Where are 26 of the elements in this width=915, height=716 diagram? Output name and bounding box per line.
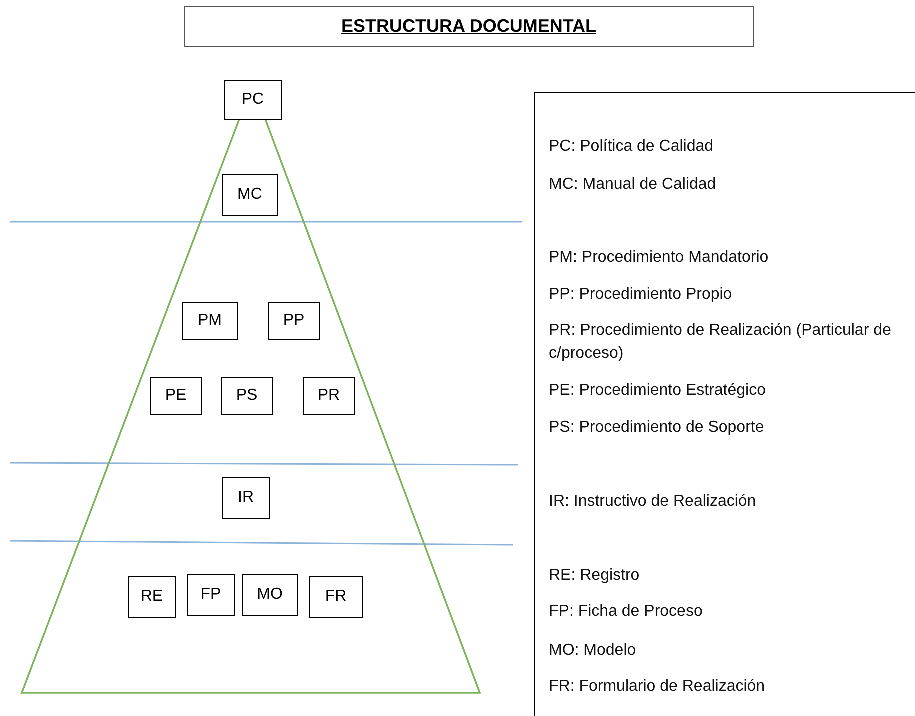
- abbreviation-box: RE: [128, 576, 176, 618]
- definition-text: FR: Formulario de Realización: [549, 677, 766, 697]
- definition-text: PM: Procedimiento Mandatorio: [549, 248, 770, 268]
- definition-text: MO: Modelo: [549, 641, 638, 661]
- abbreviation-box: PS: [221, 377, 273, 415]
- abbreviation-box: FP: [187, 574, 235, 616]
- abbreviation-box: FR: [309, 576, 363, 618]
- abbreviation-box: PR: [303, 377, 355, 415]
- abbreviation-box: MO: [242, 574, 298, 616]
- definition-text: PP: Procedimiento Propio: [549, 285, 734, 305]
- definition-text: IR: Instructivo de Realización: [549, 492, 758, 512]
- definition-text: PR: Procedimiento de Realización (Particular de c/proceso): [549, 321, 892, 364]
- definition-text: FP: Ficha de Proceso: [549, 602, 704, 622]
- definition-text: RE: Registro: [549, 566, 641, 586]
- definition-text: PC: Política de Calidad: [549, 137, 715, 157]
- title-box: ESTRUCTURA DOCUMENTAL: [184, 6, 754, 47]
- abbreviation-box: PP: [268, 302, 320, 340]
- definition-text: PS: Procedimiento de Soporte: [549, 418, 766, 438]
- glossary-panel: [534, 92, 915, 716]
- abbreviation-box: MC: [222, 174, 278, 216]
- definition-text: PE: Procedimiento Estratégico: [549, 381, 767, 401]
- definition-text: MC: Manual de Calidad: [549, 175, 718, 195]
- abbreviation-box: PE: [150, 377, 202, 415]
- abbreviation-box: PC: [224, 80, 282, 120]
- abbreviation-box: IR: [222, 477, 270, 519]
- abbreviation-box: PM: [182, 302, 238, 340]
